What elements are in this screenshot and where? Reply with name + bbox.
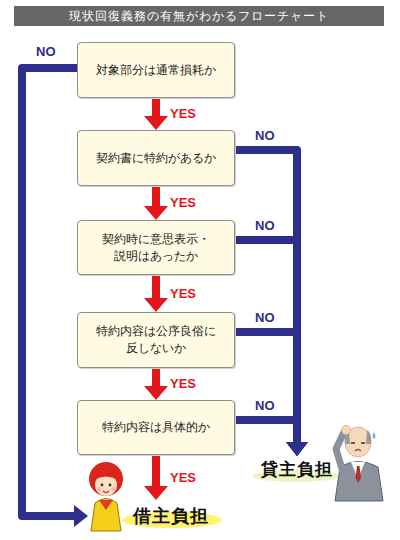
box-text: 対象部分は通常損耗か	[86, 62, 226, 79]
edge-label: YES	[170, 376, 196, 391]
no-arrow	[235, 240, 308, 456]
figure-cheek	[111, 487, 115, 491]
outcome-text: 貸主負担	[261, 458, 333, 481]
process-box: 契約書に特約があるか	[77, 130, 235, 186]
connector-line	[235, 240, 297, 443]
title-bar: 現状回復義務の有無がわかるフローチャート	[14, 6, 384, 26]
figure-hair	[345, 430, 350, 444]
box-text: 特約内容は具体的か	[86, 419, 226, 436]
figure-eye	[351, 442, 365, 443]
arrow-head	[74, 505, 88, 527]
no-arrow	[235, 150, 308, 456]
arrow-head	[286, 442, 308, 456]
figure-arm	[336, 432, 344, 469]
process-box: 契約時に意思表示・ 説明はあったか	[77, 220, 235, 275]
connector-line	[22, 68, 77, 516]
box-text: 契約書に特約があるか	[86, 150, 226, 167]
edge-label: NO	[255, 218, 275, 233]
process-box: 特約内容は公序良俗に 反しないか	[77, 312, 235, 368]
edge-label: NO	[255, 310, 275, 325]
figure-tie	[356, 466, 362, 483]
process-box: 対象部分は通常損耗か	[77, 42, 235, 98]
connector-line	[235, 420, 297, 443]
edge-label: YES	[170, 106, 196, 121]
yes-arrow	[144, 186, 168, 220]
arrow-head	[144, 386, 168, 400]
figure-hand	[342, 426, 351, 435]
figure-body	[91, 499, 121, 532]
figure-hair	[89, 462, 123, 496]
connector-line	[152, 368, 160, 387]
edge-label: YES	[170, 470, 196, 485]
connector-line	[152, 275, 160, 299]
figure-hair	[366, 430, 371, 444]
figure-mouth	[103, 491, 109, 493]
connector-line	[152, 98, 160, 117]
yes-arrow	[144, 98, 168, 130]
figure-mouth	[355, 450, 361, 452]
edge-label: YES	[170, 195, 196, 210]
edge-label: NO	[36, 44, 56, 59]
figure-head	[345, 427, 371, 457]
arrow-head	[144, 486, 168, 500]
edge-label: NO	[255, 128, 275, 143]
figure-eye	[101, 484, 104, 487]
outcome-label: 借主負担	[88, 500, 216, 532]
outcome-label: 貸主負担	[254, 456, 340, 482]
figure-shirt	[351, 462, 365, 479]
arrow-head	[286, 442, 308, 456]
yes-arrow	[144, 455, 168, 500]
arrow-head	[144, 206, 168, 220]
figure-bangs	[94, 471, 118, 480]
figure-body	[335, 462, 383, 502]
process-box: 特約内容は具体的か	[77, 400, 235, 455]
figure-cheek	[97, 487, 101, 491]
yes-arrow	[144, 275, 168, 312]
connector-line	[152, 186, 160, 207]
sweat-drop	[373, 432, 376, 439]
edge-label: NO	[255, 398, 275, 413]
borrower-figure	[89, 462, 123, 531]
figure-eye	[109, 484, 112, 487]
outcome-text: 借主負担	[133, 504, 209, 528]
edge-label: YES	[170, 286, 196, 301]
figure-face	[95, 474, 117, 496]
box-text: 特約内容は公序良俗に 反しないか	[94, 323, 218, 357]
title-text: 現状回復義務の有無がわかるフローチャート	[69, 6, 329, 26]
no-arrow	[235, 332, 308, 456]
no-arrow	[235, 420, 308, 456]
arrow-head	[144, 298, 168, 312]
lender-figure	[335, 426, 383, 502]
figure-collar	[99, 500, 113, 510]
yes-arrow	[144, 368, 168, 400]
connector-line	[152, 455, 160, 487]
box-text: 契約時に意思表示・ 説明はあったか	[100, 231, 212, 265]
connector-line	[235, 332, 297, 443]
connector-line	[235, 150, 297, 443]
arrow-head	[144, 116, 168, 130]
arrow-head	[286, 442, 308, 456]
arrow-head	[286, 442, 308, 456]
